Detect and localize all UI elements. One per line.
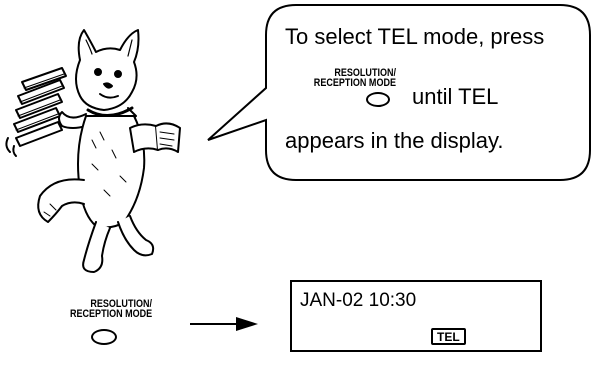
arrow-right-icon (190, 317, 258, 331)
bubble-key-label: RESOLUTION/ RECEPTION MODE (306, 67, 396, 89)
resolution-reception-key-label: RESOLUTION/ RECEPTION MODE (70, 298, 153, 320)
lcd-display: JAN-02 10:30 TEL (290, 280, 542, 352)
display-tel-badge: TEL (431, 328, 466, 345)
dog-with-books-illustration (5, 29, 181, 273)
display-date-time: JAN-02 10:30 (300, 290, 417, 311)
bubble-line-2-suffix: until TEL (412, 84, 499, 109)
bubble-resolution-button-icon (366, 92, 390, 107)
key-label-line2: RECEPTION MODE (70, 308, 153, 320)
bubble-key-label-line1: RESOLUTION/ (334, 67, 396, 79)
resolution-reception-button[interactable] (91, 329, 117, 345)
bubble-line-1: To select TEL mode, press (285, 24, 545, 49)
bubble-line-3: appears in the display. (285, 128, 504, 153)
bubble-key-label-line2: RECEPTION MODE (313, 77, 396, 89)
key-label-line1: RESOLUTION/ (90, 298, 152, 310)
